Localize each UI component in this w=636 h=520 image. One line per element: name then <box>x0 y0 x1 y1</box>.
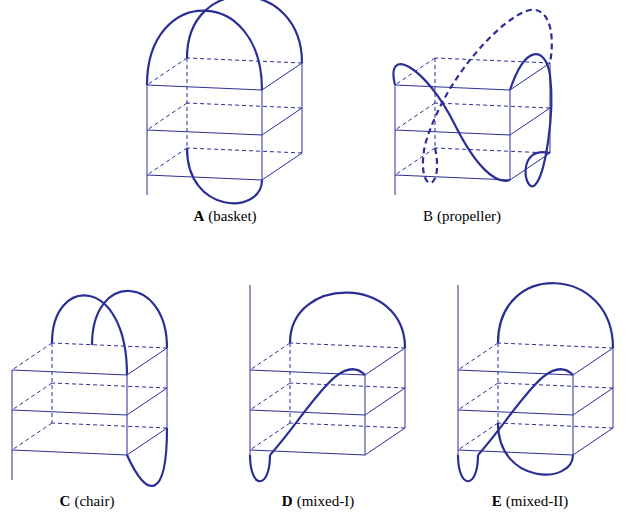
caption-line: C(chair) <box>60 493 115 510</box>
panel-letter: E <box>492 493 502 509</box>
panel-letter: D <box>282 493 293 509</box>
caption-line: A(basket) <box>193 208 256 225</box>
topology-name: (mixed-II) <box>506 493 568 509</box>
basket-topology <box>147 0 302 203</box>
panel-letter: A <box>193 208 204 224</box>
chair-topology <box>12 291 167 486</box>
topology-name: (propeller) <box>437 208 501 224</box>
caption-line: E(mixed-II) <box>492 493 568 510</box>
mixed-one-topology <box>250 285 405 481</box>
panel-letter: B <box>423 208 433 224</box>
caption-line: D(mixed-I) <box>282 493 354 510</box>
topology-name: (chair) <box>74 493 114 509</box>
topology-name: (basket) <box>208 208 256 224</box>
caption-line: B(propeller) <box>423 208 501 225</box>
mixed-two-topology <box>458 283 613 481</box>
propeller-topology <box>393 10 551 195</box>
topology-name: (mixed-I) <box>297 493 354 509</box>
panel-letter: C <box>60 493 71 509</box>
